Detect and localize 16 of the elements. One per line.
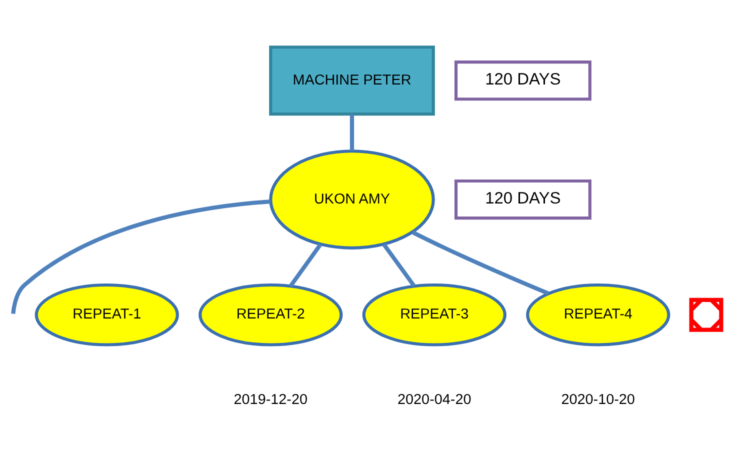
- node-label: 2020-04-20: [398, 392, 472, 408]
- connector: [412, 230, 550, 296]
- connector: [288, 243, 322, 288]
- node-ellipse: REPEAT-4: [526, 283, 670, 346]
- node-label: 2019-12-20: [234, 392, 308, 408]
- node-ellipse: REPEAT-1: [34, 283, 179, 346]
- connector: [382, 243, 416, 288]
- connector: [11, 199, 271, 314]
- node-box: 120 DAYS: [454, 179, 592, 220]
- node-label: 2020-10-20: [561, 392, 635, 408]
- node-box: MACHINE PETER: [269, 46, 435, 116]
- node-ellipse: REPEAT-2: [198, 283, 343, 346]
- node-ellipse: REPEAT-3: [362, 283, 506, 346]
- node-box: 120 DAYS: [454, 60, 592, 101]
- node-ellipse: UKON AMY: [269, 150, 435, 250]
- connector: [350, 114, 354, 151]
